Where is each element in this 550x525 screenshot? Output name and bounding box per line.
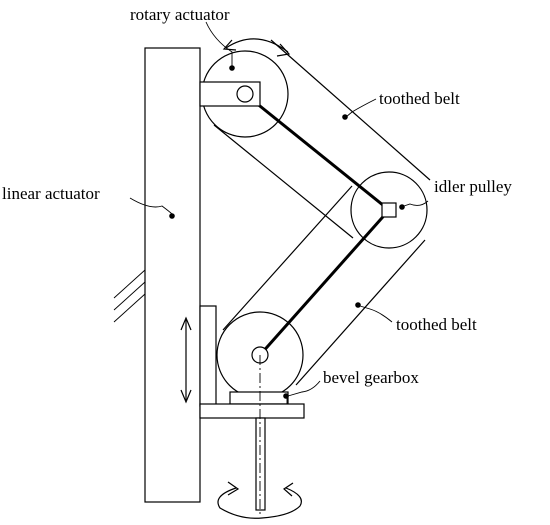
leader-lines [129,21,429,397]
label-linear-actuator: linear actuator [2,184,100,203]
carriage-plate [199,305,217,407]
rotary-motion-arrow-bottom [217,481,302,519]
label-rotary-actuator: rotary actuator [130,5,230,24]
rotary-motion-arrow-top [222,38,291,57]
linear-actuator-column [144,47,201,503]
ground-hatch [113,269,146,323]
label-toothed-belt-bottom: toothed belt [396,315,477,334]
leader-dots [169,65,405,399]
linear-motion-arrow [180,316,192,404]
arm-lower [258,209,391,356]
toothed-belt-lower [222,185,426,386]
arm-upper [244,92,390,212]
label-idler-pulley: idler pulley [434,177,512,196]
label-toothed-belt-top: toothed belt [379,89,460,108]
output-shaft [255,417,266,511]
label-bevel-gearbox: bevel gearbox [323,368,419,387]
bevel-gearbox-housing [229,391,289,405]
rotary-actuator-shaft [236,85,254,103]
toothed-belt-upper [213,39,431,239]
idler-hub [381,202,397,218]
bevel-gearbox-base [199,403,305,419]
